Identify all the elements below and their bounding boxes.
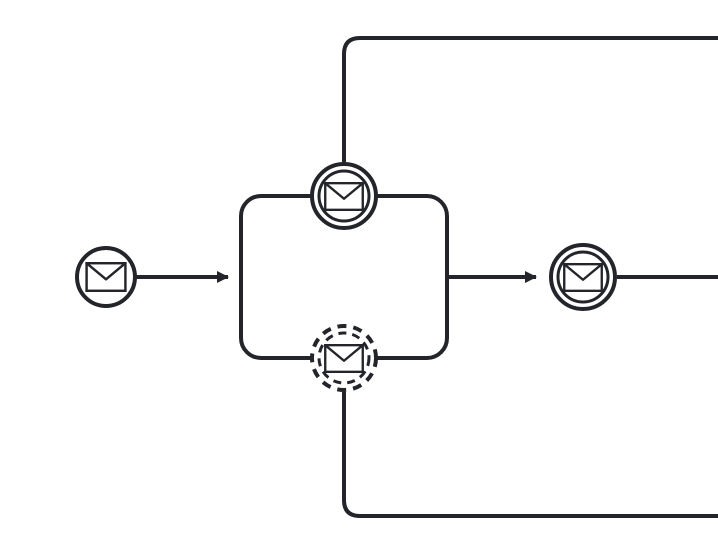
envelope-icon [323,344,365,373]
sequence-flow-boundary-bottom-outgoing[interactable] [342,392,718,518]
intermediate-message-catch-event[interactable] [549,243,617,311]
sequence-flow-layer [135,36,718,518]
sequence-flow-boundary-top-outgoing[interactable] [342,36,718,162]
envelope-icon [85,262,127,292]
envelope-icon [562,263,604,292]
message-start-event[interactable] [75,246,137,308]
envelope-icon [323,182,365,211]
non-interrupting-boundary-message-event[interactable] [310,324,378,392]
interrupting-boundary-message-event[interactable] [310,162,378,230]
